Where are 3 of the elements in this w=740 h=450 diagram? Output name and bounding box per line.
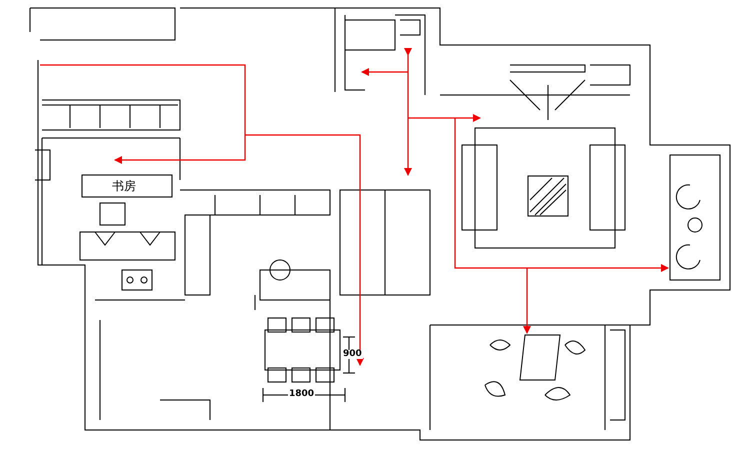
dimension-label: 900 <box>342 350 363 359</box>
dimension-label: 1800 <box>288 390 316 399</box>
room-name: 书房 <box>112 180 136 192</box>
